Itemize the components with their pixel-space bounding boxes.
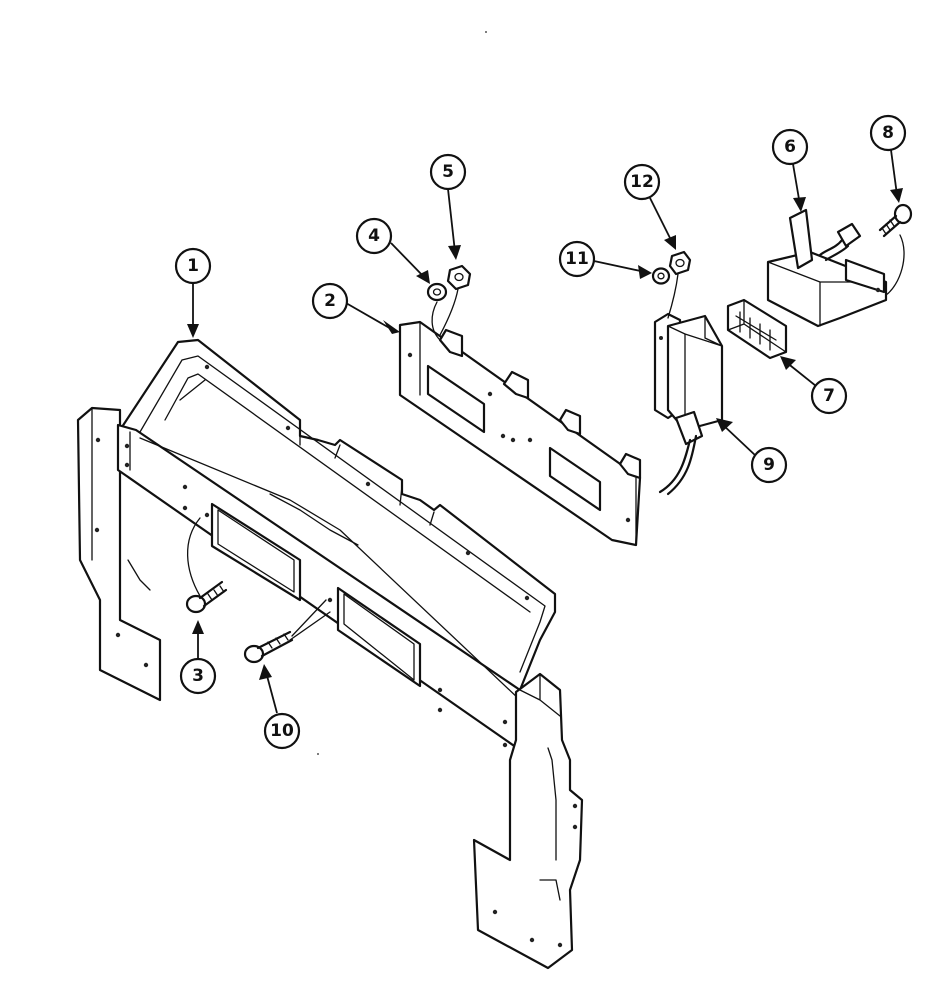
- switch-mounting-plate: [398, 320, 642, 547]
- switch-assembly: [766, 208, 888, 328]
- callout-label: 9: [763, 455, 775, 475]
- callout-10: 10: [259, 664, 301, 750]
- callout-9: 9: [716, 418, 788, 484]
- terminal-block: [726, 298, 788, 360]
- nut: [446, 264, 472, 291]
- washer: [651, 267, 671, 285]
- callout-11: 11: [558, 240, 652, 279]
- callout-label: 10: [270, 721, 294, 741]
- callout-2: 2: [311, 282, 400, 334]
- callout-3: 3: [179, 620, 217, 695]
- callout-label: 4: [368, 226, 380, 246]
- callout-label: 3: [192, 666, 204, 686]
- relay-module: [653, 312, 724, 496]
- callout-label: 1: [187, 256, 199, 276]
- callout-12: 12: [623, 163, 676, 250]
- screw: [185, 580, 228, 614]
- callout-1: 1: [174, 247, 212, 338]
- callout-4: 4: [355, 217, 430, 284]
- callout-6: 6: [771, 128, 809, 212]
- callout-label: 12: [630, 172, 654, 192]
- washer: [426, 282, 448, 302]
- callout-7: 7: [780, 356, 848, 415]
- screw: [243, 630, 294, 664]
- callout-5: 5: [429, 153, 467, 260]
- callout-label: 7: [823, 386, 835, 406]
- callout-label: 11: [565, 249, 589, 269]
- screw: [878, 203, 913, 238]
- callout-label: 2: [324, 291, 336, 311]
- callout-label: 6: [784, 137, 796, 157]
- callout-8: 8: [869, 114, 907, 203]
- callout-label: 8: [882, 123, 894, 143]
- callout-label: 5: [442, 162, 454, 182]
- nut: [668, 250, 692, 276]
- control-panel-bracket: [76, 338, 584, 970]
